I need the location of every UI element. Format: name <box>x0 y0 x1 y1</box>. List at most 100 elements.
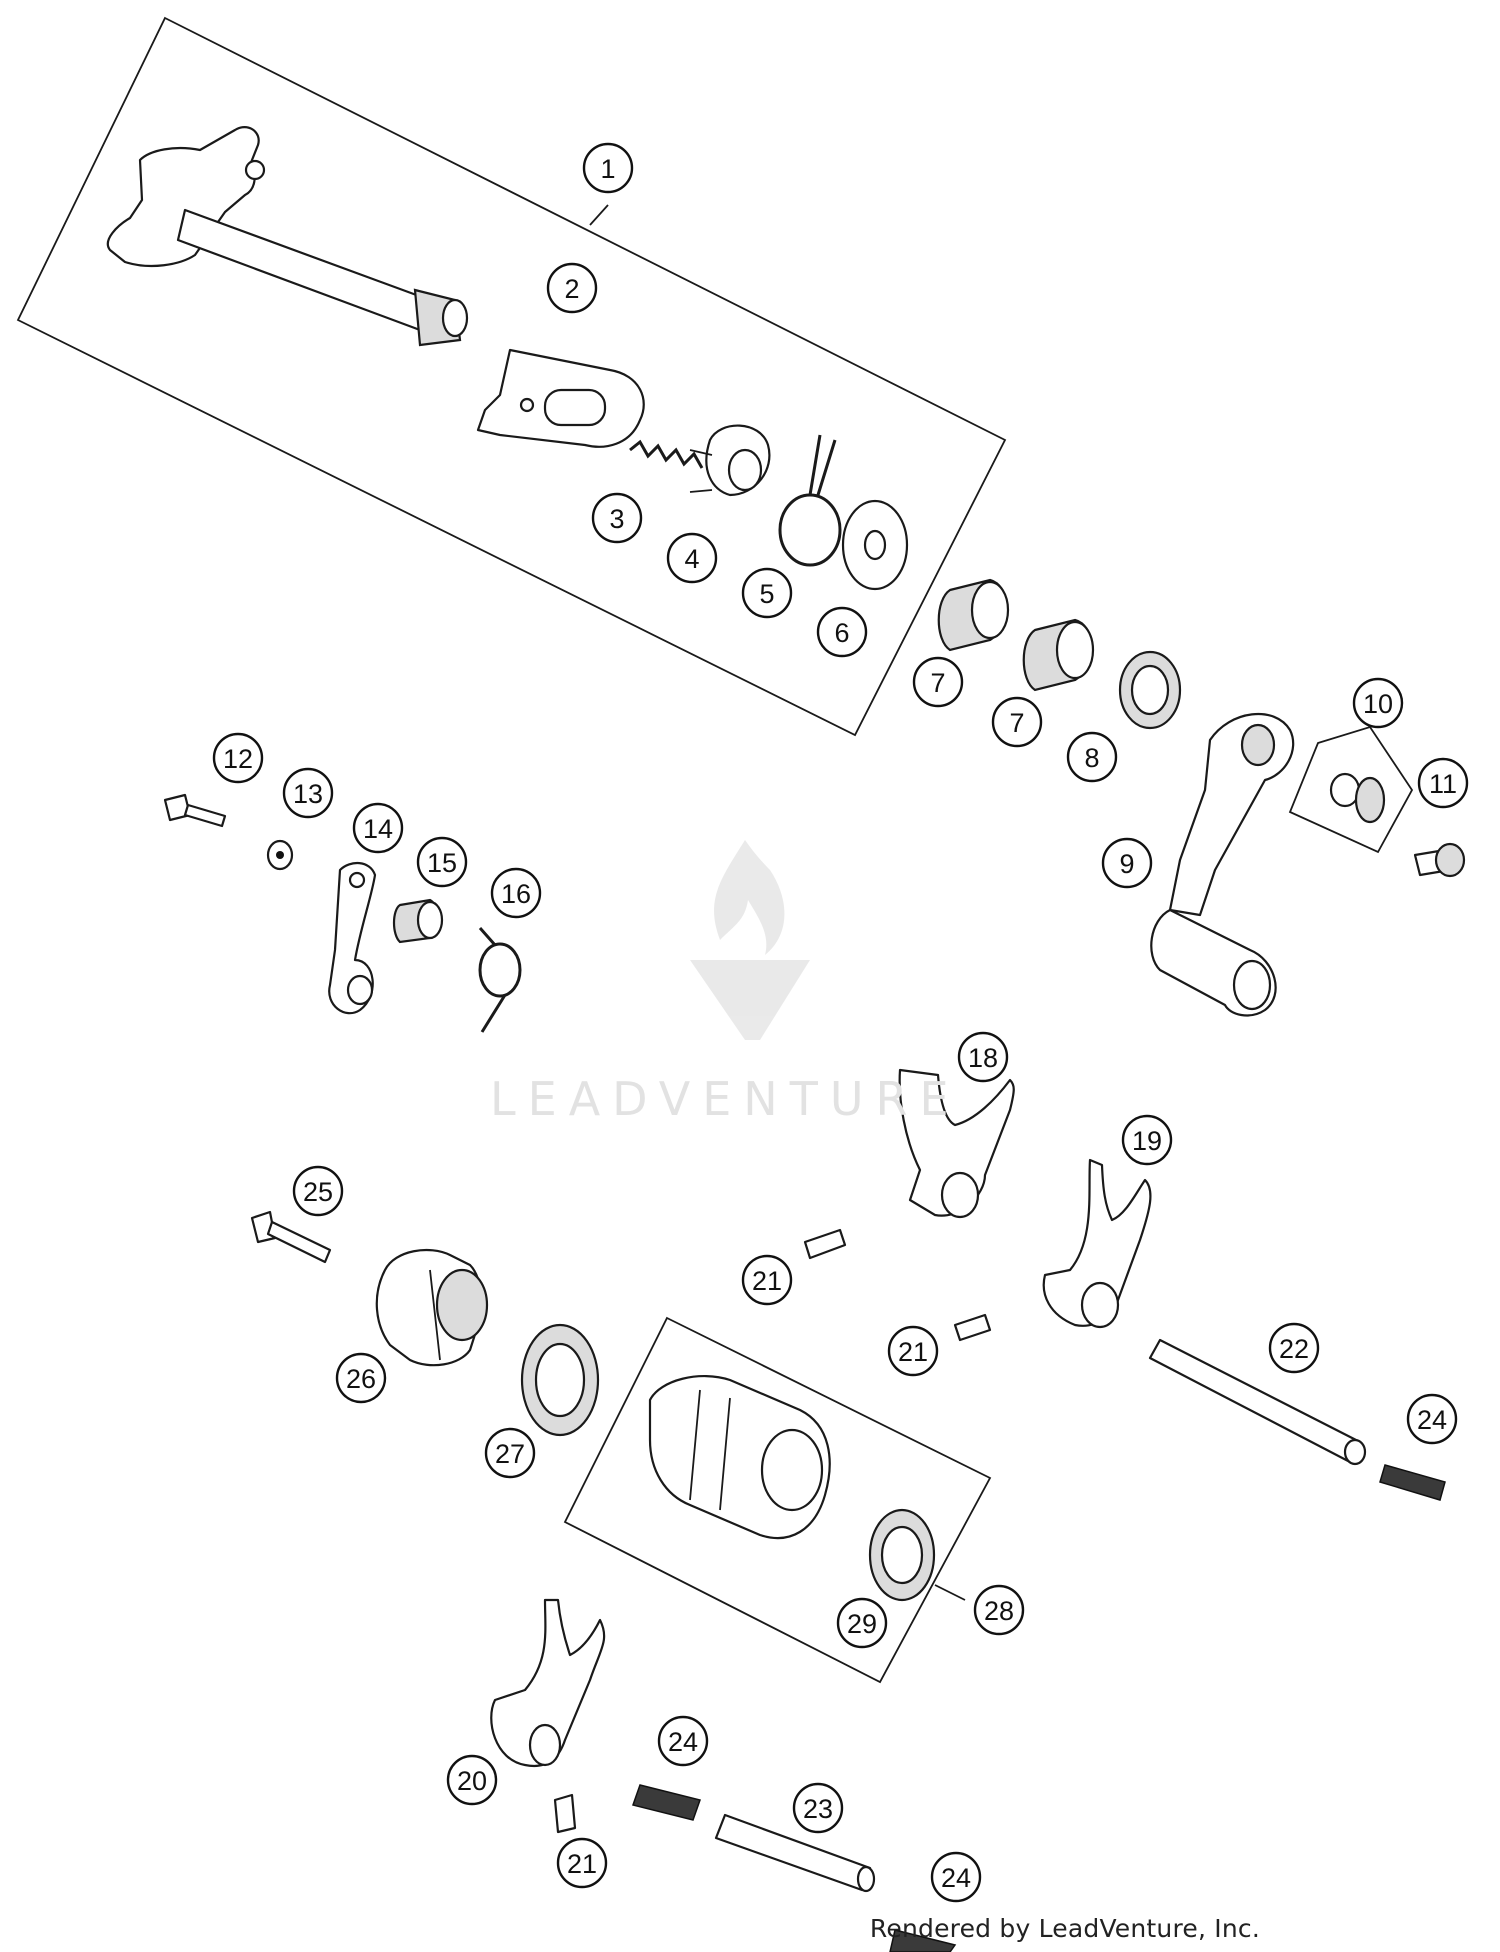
shift-fork-19 <box>1042 1158 1152 1329</box>
callout-circle <box>212 732 264 784</box>
watermark-logo <box>690 840 810 1040</box>
fork-shaft-22 <box>1148 1338 1367 1466</box>
callout-c3: 3 <box>591 492 643 544</box>
callout-circle <box>546 262 598 314</box>
callout-circle <box>1417 757 1469 809</box>
spring-24b <box>632 1784 701 1821</box>
nut-10 <box>1329 772 1386 824</box>
shift-drum <box>648 1375 831 1540</box>
bearing-27 <box>520 1323 600 1437</box>
callout-c19: 19 <box>1121 1114 1173 1166</box>
washer-6 <box>841 499 909 591</box>
group-box-28 <box>563 1316 992 1684</box>
callout-circle <box>816 606 868 658</box>
callout-c13: 13 <box>282 767 334 819</box>
callout-label: 10 <box>1363 689 1393 719</box>
callout-c27: 27 <box>484 1427 536 1479</box>
washer-13 <box>266 839 294 871</box>
callout-c16: 16 <box>490 867 542 919</box>
callout-circle <box>957 1031 1009 1083</box>
callout-c15: 15 <box>416 836 468 888</box>
callout-c29: 29 <box>836 1597 888 1649</box>
callout-label: 6 <box>834 618 849 648</box>
callout-c5: 5 <box>741 567 793 619</box>
callout-c18: 18 <box>957 1031 1009 1083</box>
callout-c12: 12 <box>212 732 264 784</box>
callout-c21c: 21 <box>556 1837 608 1889</box>
watermark-text: LEADVENTURE <box>490 1072 961 1126</box>
pin-21c <box>553 1793 577 1834</box>
callout-circle <box>335 1352 387 1404</box>
callout-c25: 25 <box>292 1165 344 1217</box>
spring-3 <box>629 439 704 469</box>
callout-c9: 9 <box>1101 837 1153 889</box>
bushing-7b <box>1022 618 1095 692</box>
callout-circle <box>490 867 542 919</box>
callout-circle <box>591 492 643 544</box>
callout-label: 28 <box>984 1596 1014 1626</box>
callout-label: 1 <box>600 154 615 184</box>
spring-16 <box>478 927 522 1033</box>
callout-label: 19 <box>1132 1126 1162 1156</box>
callout-circle <box>446 1754 498 1806</box>
callout-label: 7 <box>1009 708 1024 738</box>
shift-lever-9 <box>1150 712 1295 1017</box>
bolt-25 <box>250 1210 332 1264</box>
callout-c24c: 24 <box>930 1851 982 1903</box>
seal-8 <box>1118 650 1182 730</box>
callout-circle <box>741 1254 793 1306</box>
bearing-29 <box>868 1508 936 1602</box>
footer-credit: Rendered by LeadVenture, Inc. <box>869 1914 1260 1943</box>
callout-label: 23 <box>803 1794 833 1824</box>
roller-15 <box>392 898 444 944</box>
callout-c1: 1 <box>582 142 634 194</box>
callout-c26: 26 <box>335 1352 387 1404</box>
callout-circle <box>930 1851 982 1903</box>
callout-label: 11 <box>1429 769 1457 799</box>
callout-circle <box>912 656 964 708</box>
callout-c28: 28 <box>973 1584 1025 1636</box>
callout-label: 15 <box>427 848 457 878</box>
callout-label: 20 <box>457 1766 487 1796</box>
callout-circle <box>1268 1322 1320 1374</box>
callout-circle <box>657 1715 709 1767</box>
callout-c2: 2 <box>546 262 598 314</box>
callout-circle <box>1121 1114 1173 1166</box>
pin-21a <box>803 1228 847 1260</box>
callout-circle <box>582 142 634 194</box>
shift-shaft <box>106 126 469 347</box>
guide-bushing-4 <box>689 424 771 497</box>
callout-c23: 23 <box>792 1782 844 1834</box>
callout-label: 16 <box>501 879 531 909</box>
callout-label: 27 <box>495 1439 525 1469</box>
spring-24c <box>889 1929 957 1952</box>
callout-c4: 4 <box>666 532 718 584</box>
callout-circle <box>352 802 404 854</box>
callout-circle <box>292 1165 344 1217</box>
callout-circle <box>741 567 793 619</box>
callout-label: 25 <box>303 1177 333 1207</box>
callout-c8: 8 <box>1066 731 1118 783</box>
callout-label: 9 <box>1119 849 1134 879</box>
callout-circle <box>887 1325 939 1377</box>
detent-lever-14 <box>328 862 377 1015</box>
spring-24a <box>1379 1464 1446 1501</box>
shift-cam-26 <box>375 1248 489 1367</box>
callout-c20: 20 <box>446 1754 498 1806</box>
fork-shaft-23 <box>714 1813 876 1893</box>
callout-c24b: 24 <box>657 1715 709 1767</box>
callout-circle <box>1066 731 1118 783</box>
callout-circle <box>1352 677 1404 729</box>
callout-label: 29 <box>847 1609 877 1639</box>
callout-label: 21 <box>567 1849 597 1879</box>
callout-circle <box>991 696 1043 748</box>
bolt-12 <box>163 793 227 828</box>
callout-c14: 14 <box>352 802 404 854</box>
callout-circle <box>973 1584 1025 1636</box>
callout-label: 4 <box>684 544 699 574</box>
callout-c7b: 7 <box>991 696 1043 748</box>
callout-circle <box>792 1782 844 1834</box>
callout-label: 24 <box>1417 1405 1447 1435</box>
pin-21b <box>953 1313 992 1342</box>
